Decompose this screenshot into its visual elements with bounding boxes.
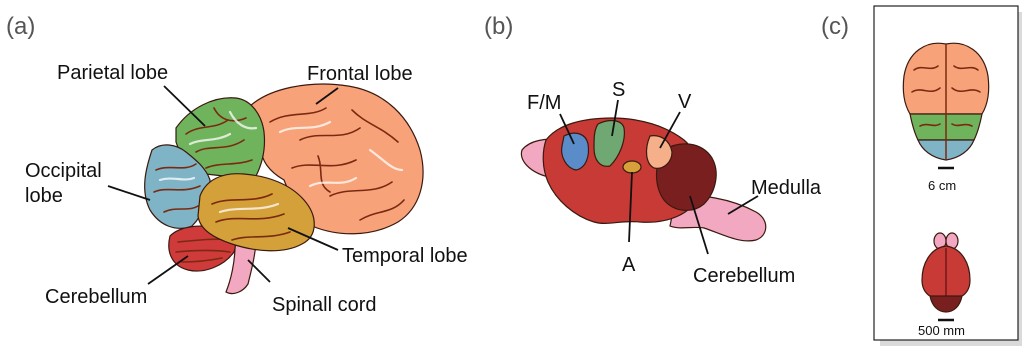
panel-a-label: (a) [6, 13, 35, 40]
medulla-label: Medulla [751, 177, 822, 199]
rat-cerebellum-label: Cerebellum [693, 265, 795, 287]
panel-a: (a) Parietal lobe Frontal lobe Occip [6, 13, 468, 316]
v-label: V [678, 91, 692, 113]
a-label: A [622, 254, 636, 276]
fm-label: F/M [527, 92, 561, 114]
scale-top-label: 6 cm [928, 178, 956, 193]
a-region [623, 161, 641, 173]
temporal-label: Temporal lobe [342, 245, 468, 267]
panel-b: (b) F/M S V A Cerebellum Medulla [484, 13, 822, 287]
cerebellum-leader [148, 256, 188, 284]
panel-c: (c) 6 cm 500 mm [821, 6, 1022, 346]
parietal-label: Parietal lobe [57, 62, 168, 84]
occipital-label-2: lobe [25, 185, 63, 207]
cerebellum-label: Cerebellum [45, 286, 147, 308]
panel-c-label: (c) [821, 13, 849, 40]
occipital-leader [108, 186, 150, 200]
panel-b-label: (b) [484, 13, 513, 40]
spinal-label: Spinall cord [272, 294, 377, 316]
frontal-label: Frontal lobe [307, 63, 413, 85]
scale-bottom-label: 500 mm [918, 323, 965, 338]
occipital-label-1: Occipital [25, 160, 102, 182]
s-label: S [612, 79, 625, 101]
